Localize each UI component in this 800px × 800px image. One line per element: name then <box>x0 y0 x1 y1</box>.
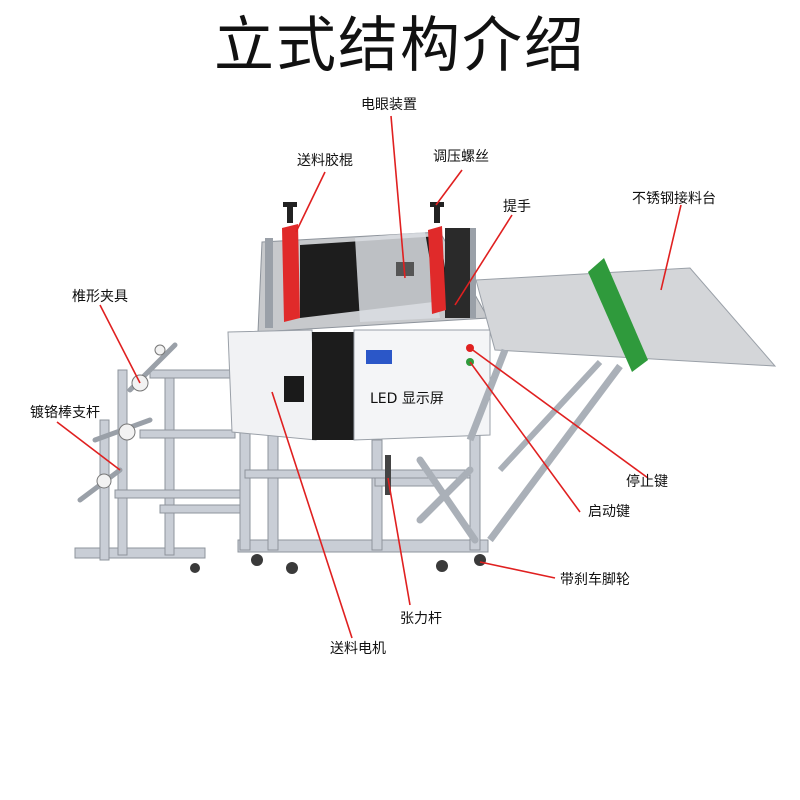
label-start-key: 启动键 <box>588 504 630 520</box>
label-table: 不锈钢接料台 <box>632 191 716 207</box>
label-sensor: 电眼装置 <box>361 97 417 113</box>
label-feed-motor: 送料电机 <box>330 641 386 657</box>
label-feed-roller: 送料胶棍 <box>297 153 353 169</box>
label-stop-key: 停止键 <box>626 474 668 490</box>
control-housing <box>227 329 491 441</box>
casters <box>190 554 486 574</box>
label-brake-wheel: 带刹车脚轮 <box>560 572 630 588</box>
page-title: 立式结构介绍 <box>214 11 586 81</box>
leader-lines <box>56 115 682 639</box>
label-handle: 提手 <box>503 199 531 215</box>
label-chrome-rod: 镀铬棒支杆 <box>30 405 100 421</box>
collection-table <box>466 258 777 543</box>
tension-rod <box>385 455 391 495</box>
adjust-screws <box>283 202 444 223</box>
label-adjust-screw: 调压螺丝 <box>433 149 489 165</box>
label-cone-clamp: 椎形夹具 <box>72 289 128 305</box>
unwind-stand <box>74 369 241 561</box>
label-tension-rod: 张力杆 <box>400 611 442 627</box>
frame-braces <box>416 456 479 544</box>
label-led: LED 显示屏 <box>370 391 444 407</box>
feed-rollers <box>282 224 446 322</box>
